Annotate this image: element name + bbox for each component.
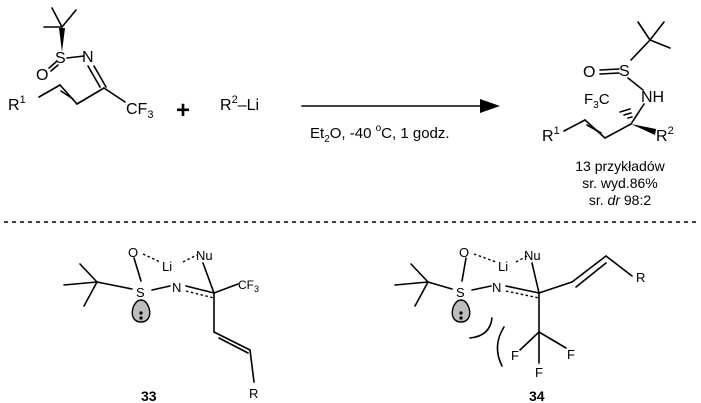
hashed-bond [619, 108, 633, 119]
bond [604, 123, 632, 139]
bond [599, 68, 620, 71]
bond [61, 9, 77, 28]
atom-N: N [82, 49, 94, 66]
bond [599, 72, 620, 75]
bond [630, 39, 651, 61]
atom-Li: Li [498, 259, 508, 274]
summary-dr: sr. dr 98:2 [589, 192, 651, 208]
wedge-bond [59, 28, 65, 52]
atom-CF3: CF3 [238, 278, 259, 294]
bond [76, 87, 105, 105]
atom-S: S [456, 285, 465, 300]
atom-N: N [172, 280, 181, 295]
substrate-structure: S O N R1 CF3 [8, 7, 153, 121]
summary-yield: sr. wyd.86% [582, 175, 657, 191]
atom-O: O [459, 245, 469, 260]
bond [93, 65, 107, 88]
summary-examples: 13 przykładów [575, 158, 665, 174]
compound-label-34: 34 [529, 388, 545, 403]
bond [59, 84, 78, 105]
bond [649, 21, 665, 41]
atom-R1: R1 [8, 94, 26, 114]
atom-F2: F [567, 347, 575, 362]
atom-F1: F [511, 348, 519, 363]
atom-R1: R1 [542, 125, 560, 145]
product-structure: O S NH F3C R1 R2 [542, 21, 674, 145]
bond [60, 90, 74, 100]
compound-label-33: 33 [141, 388, 157, 403]
reagent-R2Li: R2–Li [220, 94, 259, 114]
bond [87, 65, 101, 88]
reaction-arrow [301, 99, 500, 113]
atom-F3C: F3C [584, 91, 610, 111]
atom-S: S [619, 63, 630, 80]
bond [637, 21, 651, 41]
bond [627, 77, 644, 91]
bond [38, 84, 61, 98]
atom-F3: F [535, 365, 543, 380]
atom-O: O [128, 245, 138, 260]
atom-O: O [583, 64, 595, 81]
atom-Nu: Nu [196, 248, 213, 263]
atom-N: N [492, 280, 501, 295]
atom-R: R [249, 386, 258, 401]
reaction-conditions: Et2O, -40 oC, 1 godz. [310, 123, 450, 145]
transition-state-33: O Li Nu S N CF3 R 33 [63, 245, 259, 403]
bond [66, 55, 85, 59]
atom-S: S [136, 285, 145, 300]
transition-state-34: O Li Nu S N R F F F 34 [394, 245, 645, 403]
atom-R: R [636, 270, 645, 285]
bond [103, 87, 126, 103]
bond [649, 39, 671, 49]
bond [51, 7, 63, 28]
atom-Nu: Nu [524, 248, 541, 263]
bond [563, 119, 586, 132]
bond [48, 61, 57, 69]
bond [586, 124, 602, 134]
bond [50, 64, 59, 72]
atom-R2: R2 [656, 125, 674, 145]
plus-sign: + [176, 97, 190, 124]
atom-S: S [55, 50, 66, 67]
atom-NH: NH [641, 89, 664, 106]
atom-O: O [36, 67, 48, 84]
atom-CF3: CF3 [126, 101, 153, 121]
wedge-bond [631, 124, 656, 135]
bond [630, 103, 645, 125]
atom-Li: Li [162, 259, 172, 274]
